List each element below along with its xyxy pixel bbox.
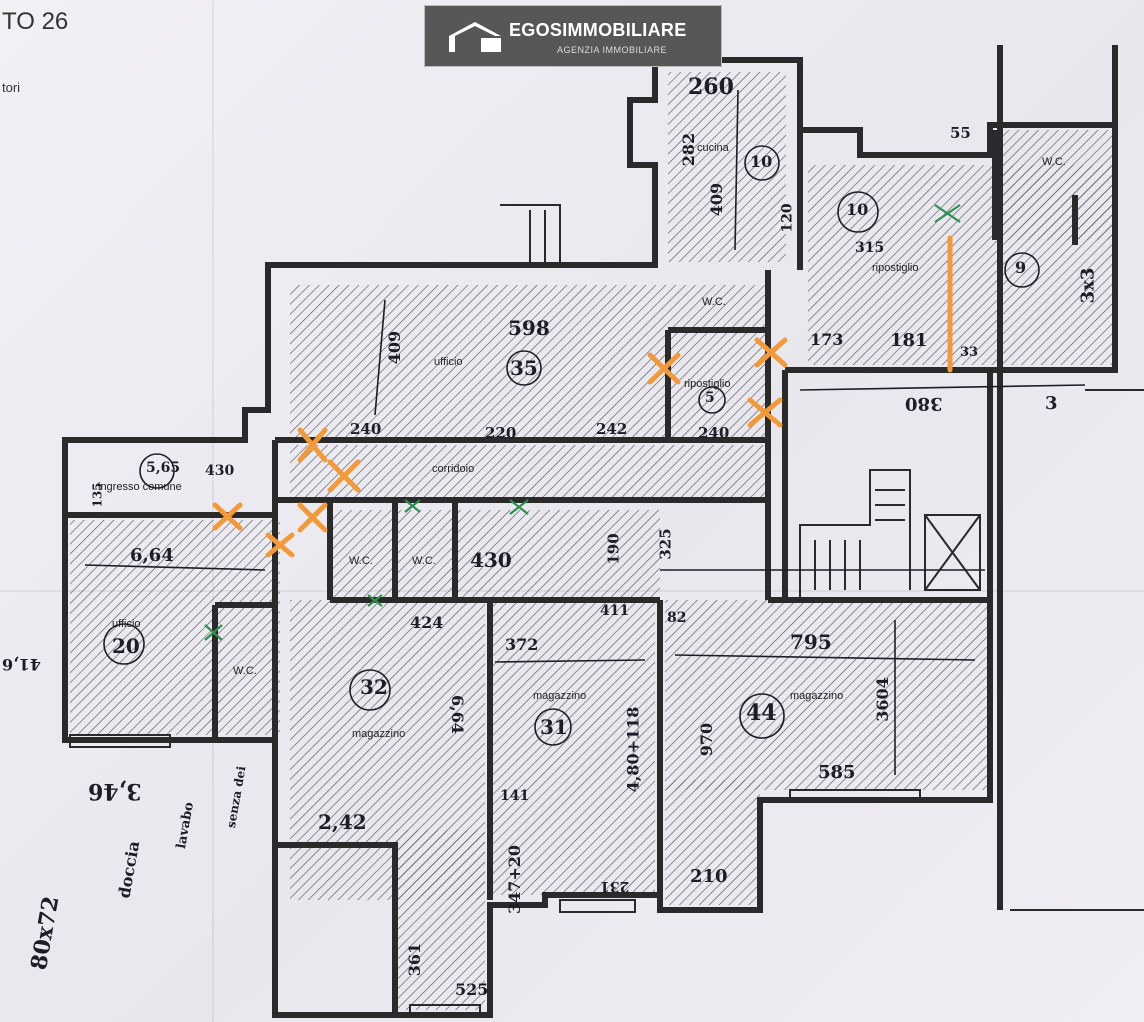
dim-260: 260 [688, 74, 734, 100]
room-no-10: 10 [750, 152, 773, 171]
dim-372: 372 [505, 635, 539, 654]
dim-3604: 3604 [872, 677, 892, 722]
room-no-20: 20 [112, 634, 140, 658]
dim-970: 970 [697, 722, 717, 757]
sheet-sub: tori [2, 80, 21, 95]
room-no-44: 44 [746, 700, 777, 726]
room-label-ripostiglio-mid: ripostiglio [684, 378, 731, 390]
dim-231: 231 [600, 878, 630, 894]
room-ufficio-20 [70, 520, 280, 735]
dim-242b: 2,42 [318, 810, 367, 834]
dim-430b: 430 [470, 548, 512, 572]
dim-598: 598 [508, 316, 550, 340]
dim-242: 242 [596, 420, 628, 438]
orange-marks [212, 235, 953, 558]
room-magazzino-32-lower [395, 830, 485, 1010]
room-label-corridoio: corridoio [432, 463, 475, 475]
room-number-circles [103, 145, 1040, 746]
room-no-5: 5 [705, 390, 715, 406]
room-label-magazzino-32: magazzino [352, 728, 406, 740]
dim-210: 210 [690, 866, 728, 887]
dim-240: 240 [350, 420, 382, 438]
dim-664b: 6,64 [447, 695, 467, 734]
paper-fold-vertical [212, 0, 214, 1022]
room-label-wc-a: W.C. [349, 555, 373, 567]
room-wc-top-right [1000, 130, 1112, 240]
hatched-rooms [70, 72, 1113, 1010]
room-ufficio-35 [290, 285, 765, 440]
dim-347: 347+20 [505, 844, 525, 915]
dim-120: 120 [779, 203, 796, 233]
note-416: 41,6 [2, 655, 41, 674]
stairs [799, 469, 911, 600]
dim-346: 3,46 [88, 778, 142, 804]
dim-135: 135 [90, 482, 105, 508]
room-label-ingresso: ingresso comune [98, 481, 182, 493]
dim-565: 5,65 [146, 460, 181, 476]
room-no-9: 9 [1015, 258, 1027, 277]
room-no-32: 32 [360, 675, 388, 699]
stairs-top [500, 204, 600, 266]
dim-3: 3 [1045, 393, 1058, 414]
dim-181: 181 [890, 330, 928, 351]
room-label-ufficio-20: ufficio [112, 618, 141, 630]
room-label-wc-left: W.C. [233, 665, 257, 677]
room-label-wc-upper: W.C. [702, 296, 726, 308]
green-marks [204, 204, 961, 641]
room-label-cucina: cucina [697, 142, 729, 154]
dim-380: 380 [905, 393, 943, 414]
dim-141: 141 [500, 788, 530, 804]
dim-33: 33 [960, 345, 979, 360]
dim-82: 82 [667, 610, 687, 626]
room-wc-row [330, 510, 660, 600]
agency-logo: EGOSIMMOBILIARE AGENZIA IMMOBILIARE [424, 5, 722, 67]
room-label-magazzino-31: magazzino [533, 690, 587, 702]
dim-795: 795 [790, 630, 832, 654]
logo-bar [425, 6, 721, 66]
elevator-shaft [924, 514, 981, 591]
dimension-arrows [84, 89, 1086, 775]
room-label-magazzino-44: magazzino [790, 690, 844, 702]
room-no-35: 35 [510, 356, 538, 380]
dim-525: 525 [455, 980, 489, 999]
dim-409b: 409 [385, 330, 405, 365]
logo-name: EGOSIMMOBILIARE [509, 20, 687, 40]
room-cucina [668, 72, 786, 262]
dim-190: 190 [604, 533, 623, 565]
dim-430: 430 [205, 463, 235, 479]
room-label-ufficio-35: ufficio [434, 356, 463, 368]
room-label-ripostiglio-top: ripostiglio [872, 262, 919, 274]
room-no-31: 31 [540, 715, 568, 739]
walls [62, 45, 1118, 1018]
dim-240b: 240 [698, 424, 730, 442]
logo-tagline: AGENZIA IMMOBILIARE [557, 45, 668, 55]
room-label-wc-b: W.C. [412, 555, 436, 567]
house-icon [449, 22, 501, 52]
dim-411: 411 [600, 603, 630, 619]
dim-325: 325 [656, 528, 675, 560]
dim-173: 173 [810, 330, 844, 349]
room-corridoio [290, 445, 765, 500]
dim-480: 4,80+118 [623, 706, 643, 793]
room-magazzino-44-lower [665, 780, 760, 905]
dim-361: 361 [405, 942, 425, 977]
room-no-10b: 10 [846, 200, 869, 219]
dim-220: 220 [485, 424, 517, 442]
sheet-ref: TO 26 [2, 8, 69, 35]
dim-282: 282 [679, 132, 699, 167]
room-magazzino-44 [665, 600, 987, 790]
dim-424: 424 [410, 613, 444, 632]
room-magazzino-31 [490, 600, 655, 895]
room-label-wc-top-right: W.C. [1042, 156, 1066, 168]
dim-55: 55 [950, 124, 971, 142]
dim-664: 6,64 [130, 545, 174, 566]
dim-3x3: 3x3 [1077, 267, 1099, 304]
dim-315: 315 [855, 240, 885, 256]
dim-409: 409 [707, 182, 727, 217]
dim-585: 585 [818, 762, 856, 783]
